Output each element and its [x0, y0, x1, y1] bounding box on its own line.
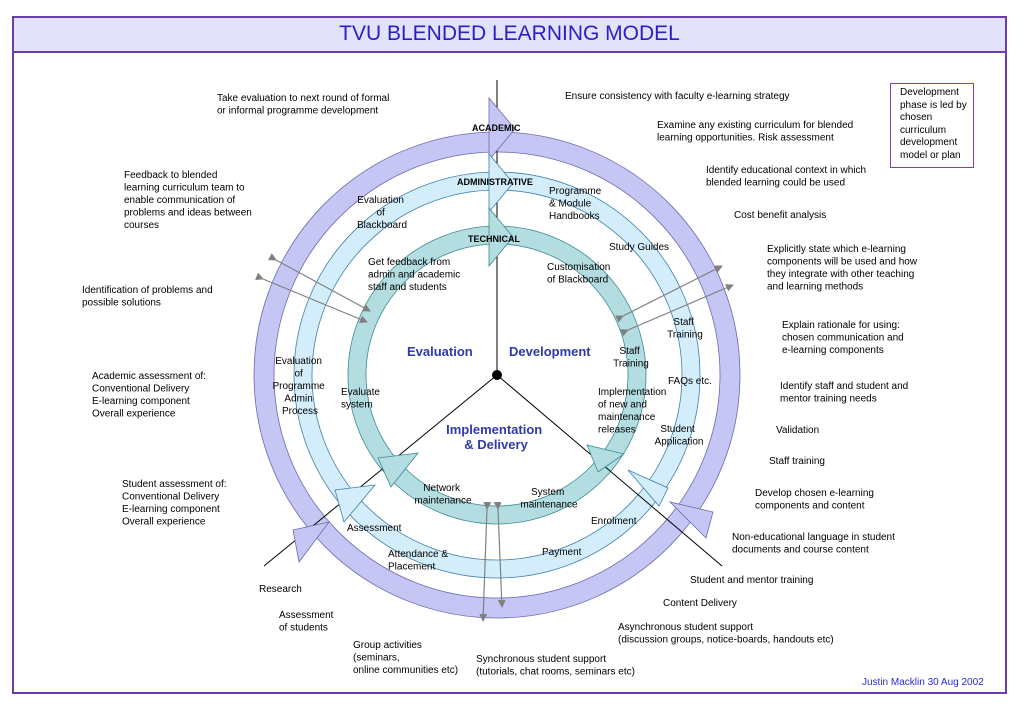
label-content-delivery: Content Delivery	[663, 598, 737, 609]
label-faqs: FAQs etc.	[668, 376, 712, 387]
label-get-feedback: Get feedback from admin and academic sta…	[368, 257, 463, 293]
center-dot	[492, 370, 502, 380]
label-synchronous-support: Synchronous student support (tutorials, …	[476, 654, 635, 678]
label-student-assessment: Student assessment of: Conventional Deli…	[122, 479, 229, 528]
label-examine-curriculum: Examine any existing curriculum for blen…	[657, 120, 856, 144]
administrative-arrowhead-right	[627, 469, 669, 507]
label-programme-module: Programme & Module Handbooks	[549, 186, 604, 222]
development-phase-note: Development phase is led by chosen curri…	[890, 83, 974, 168]
label-staff-training-middle: Staff Training	[667, 317, 703, 341]
technical-arrowhead	[488, 206, 514, 268]
label-explain-rationale: Explain rationale for using: chosen comm…	[782, 320, 907, 356]
technical-arrowhead-right	[586, 444, 625, 473]
label-group-activities: Group activities (seminars, online commu…	[353, 640, 458, 676]
support-arrow-1	[479, 501, 492, 622]
label-research: Research	[259, 584, 302, 595]
label-implementation-releases: Implementation of new and maintenance re…	[598, 387, 669, 436]
label-explicitly-state: Explicitly state which e-learning compon…	[767, 244, 920, 293]
label-study-guides: Study Guides	[609, 242, 669, 253]
label-student-application: Student Application	[655, 424, 704, 448]
label-customisation: Customisation of Blackboard	[547, 262, 613, 286]
label-enrolment: Enrolment	[591, 516, 637, 527]
administrative-arrowhead	[488, 152, 514, 214]
support-arrow-2	[493, 501, 506, 608]
label-evaluate-system: Evaluate system	[341, 387, 383, 411]
page-title: TVU BLENDED LEARNING MODEL	[339, 22, 680, 45]
author-credit: Justin Macklin 30 Aug 2002	[862, 677, 984, 688]
label-validation: Validation	[776, 425, 819, 436]
label-evaluation-blackboard: Evaluation of Blackboard	[357, 195, 407, 231]
label-staff-training-outer: Staff training	[769, 456, 825, 467]
ring-label-technical: TECHNICAL	[468, 234, 520, 244]
feedback-arrow-left-2	[267, 253, 371, 312]
label-academic-assessment: Academic assessment of: Conventional Del…	[92, 371, 209, 420]
label-asynchronous-support: Asynchronous student support (discussion…	[618, 622, 834, 646]
sector-implementation: Implementation & Delivery	[446, 422, 546, 452]
academic-arrowhead	[488, 96, 516, 162]
academic-arrowhead-left	[292, 521, 330, 563]
administrative-arrowhead-left	[334, 484, 376, 523]
label-payment: Payment	[542, 547, 582, 558]
label-assessment-of-students: Assessment of students	[279, 610, 336, 634]
technical-arrowhead-left	[377, 452, 419, 488]
label-system-maintenance: System maintenance	[520, 487, 578, 511]
label-identify-context: Identify educational context in which bl…	[706, 165, 869, 189]
label-identify-staff: Identify staff and student and mentor tr…	[780, 381, 911, 405]
label-feedback-blended: Feedback to blended learning curriculum …	[124, 170, 255, 231]
label-assessment: Assessment	[347, 523, 402, 534]
label-eval-programme-admin: Evaluation of Programme Admin Process	[272, 356, 327, 417]
label-attendance-placement: Attendance & Placement	[388, 549, 451, 573]
label-develop-chosen: Develop chosen e-learning components and…	[755, 488, 877, 512]
label-identification: Identification of problems and possible …	[82, 285, 215, 309]
title-bar: TVU BLENDED LEARNING MODEL	[12, 16, 1007, 53]
divider-right	[496, 374, 723, 567]
feedback-arrow-right-2	[619, 284, 734, 337]
ring-label-academic: ACADEMIC	[472, 123, 521, 133]
label-non-educational: Non-educational language in student docu…	[732, 532, 898, 556]
sector-evaluation: Evaluation	[407, 344, 473, 359]
label-ensure-consistency: Ensure consistency with faculty e-learni…	[565, 91, 790, 102]
academic-arrowhead-right	[668, 501, 714, 539]
ring-label-administrative: ADMINISTRATIVE	[457, 177, 533, 187]
label-network-maintenance: Network maintenance	[414, 483, 472, 507]
label-staff-training-inner: Staff Training	[613, 346, 649, 370]
label-cost-benefit: Cost benefit analysis	[734, 210, 826, 221]
label-take-evaluation: Take evaluation to next round of formal …	[217, 93, 392, 117]
sector-development: Development	[509, 344, 591, 359]
label-student-mentor-training: Student and mentor training	[690, 575, 813, 586]
